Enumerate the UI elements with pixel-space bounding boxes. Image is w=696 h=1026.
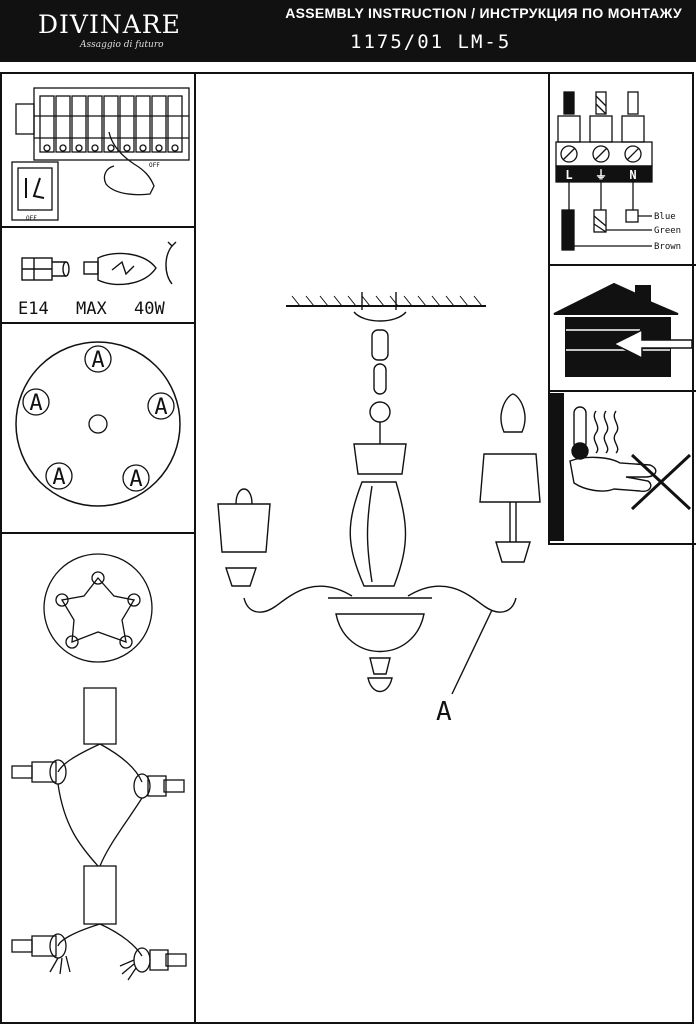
wire-label: Brown <box>654 242 681 252</box>
hole-label: A <box>29 391 42 416</box>
bulb-base-icon <box>83 261 99 275</box>
terminal-label: L <box>565 168 572 182</box>
divider <box>0 532 195 534</box>
right-candle-cup <box>495 541 531 563</box>
arm-label: A <box>436 697 452 727</box>
divider <box>548 543 696 545</box>
right-arm <box>407 585 517 613</box>
off-label: OFF <box>149 162 160 169</box>
hot-warning-icon <box>550 393 692 541</box>
document-title: ASSEMBLY INSTRUCTION / ИНСТРУКЦИЯ ПО МОН… <box>285 5 682 21</box>
right-column-divider <box>548 72 550 544</box>
hole-label: A <box>52 465 65 490</box>
divider <box>0 322 195 324</box>
center-hole <box>88 414 108 434</box>
ceiling-canopy <box>353 311 407 322</box>
hole-label: A <box>129 467 142 492</box>
chandelier-illustration: A <box>217 292 541 727</box>
breaker-panel-illustration: OFF OFF <box>11 87 190 222</box>
cross-icon <box>630 453 692 511</box>
divider <box>0 226 195 228</box>
brand-tagline: Assaggio di futuro <box>80 40 164 50</box>
hole-label: A <box>91 348 104 373</box>
internal-wiring-illustration <box>11 553 187 981</box>
chain-link <box>371 329 389 361</box>
left-column-divider <box>194 72 196 1024</box>
terminal-wiring-illustration: L ⏚ N Blue Green Brown <box>555 91 681 252</box>
brand-logo: DIVINARE <box>38 10 181 39</box>
bulb-spec-illustration: E14 MAX 40W <box>18 241 177 319</box>
body-box <box>83 865 117 925</box>
max-label: MAX <box>76 299 107 319</box>
finial <box>367 677 393 693</box>
wire-label: Blue <box>654 212 676 222</box>
wire-label: Green <box>654 226 681 236</box>
hand-icon <box>569 456 657 493</box>
column-top <box>353 443 407 475</box>
rotate-arrow-icon <box>165 245 173 285</box>
divider <box>548 264 696 266</box>
right-bulb <box>500 393 526 433</box>
instruction-frame <box>0 72 694 1024</box>
model-number: 1175/01 LM-5 <box>350 31 512 53</box>
terminal-label: N <box>629 168 636 182</box>
arrow-icon <box>612 328 693 360</box>
chain-ring <box>369 401 391 423</box>
divider <box>548 390 696 392</box>
wattage: 40W <box>134 299 165 319</box>
mounting-plate-illustration: A A A A A <box>15 341 181 507</box>
hole-label: A <box>154 395 167 420</box>
bowl <box>335 613 425 653</box>
candle-bulb-icon <box>97 252 157 286</box>
canopy-box <box>83 687 117 745</box>
off-label: OFF <box>26 215 37 222</box>
left-candle-cup <box>225 567 257 587</box>
arm-pointer <box>451 609 493 695</box>
socket-type: E14 <box>18 299 49 319</box>
column-body <box>349 481 407 587</box>
right-shade <box>479 453 541 503</box>
indoor-use-icon <box>553 282 693 377</box>
left-bulb <box>235 488 253 505</box>
breaker-row <box>39 95 183 153</box>
left-arm <box>243 585 353 613</box>
chain-link <box>373 363 387 395</box>
hand-icon <box>103 131 155 196</box>
left-shade <box>217 503 271 553</box>
header: DIVINARE Assaggio di futuro ASSEMBLY INS… <box>0 0 696 62</box>
terminal-label: ⏚ <box>595 168 607 182</box>
